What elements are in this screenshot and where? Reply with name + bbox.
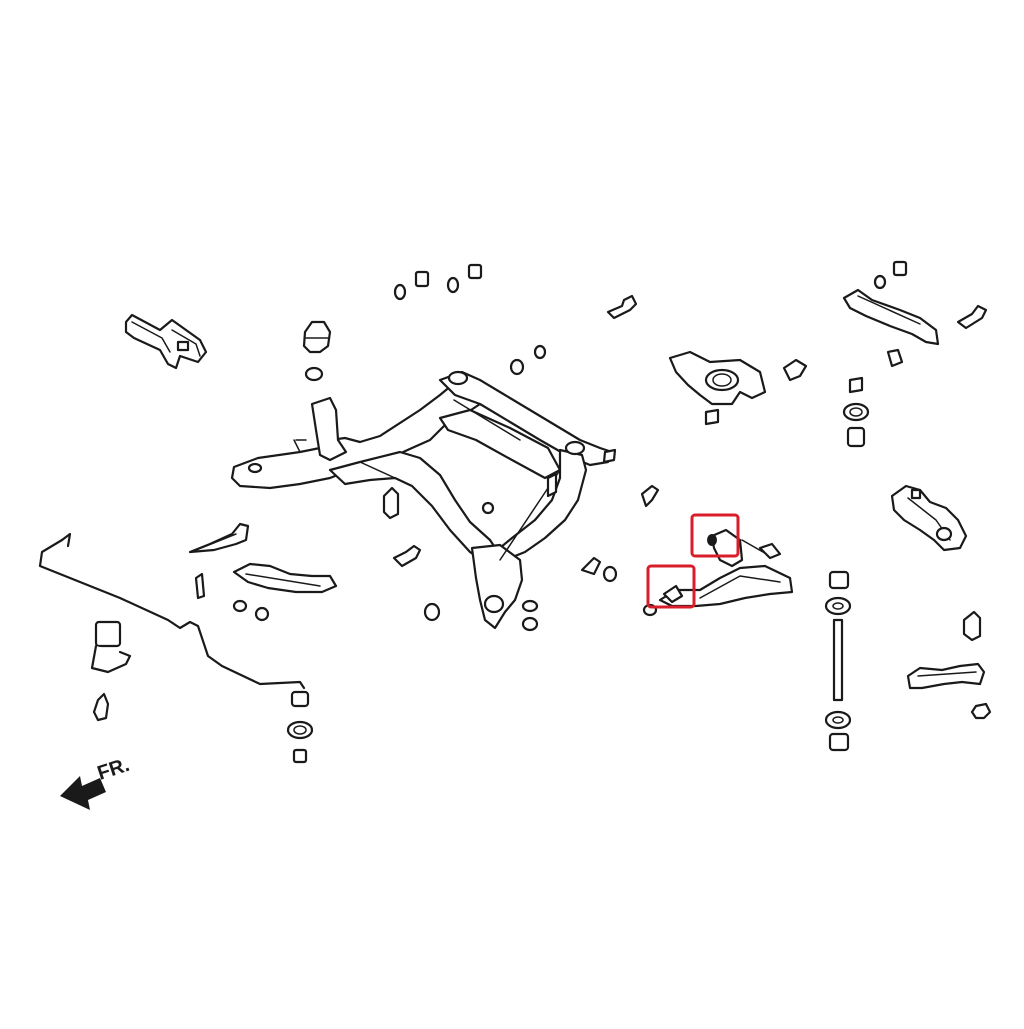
highlight-box-lower-bushing <box>646 564 696 609</box>
lateral-link-left <box>194 562 338 622</box>
front-arrow-icon <box>60 776 106 810</box>
shock-mount-right <box>842 376 870 448</box>
stabilizer-bar <box>38 532 306 690</box>
shock-stack-right <box>824 570 852 752</box>
lower-control-arm <box>642 528 794 617</box>
mount-nuts-top <box>393 263 483 301</box>
highlight-box-upper-bushing <box>690 513 740 558</box>
subframe-mount-bushing-top <box>302 320 332 382</box>
bolt-set-center <box>382 484 660 632</box>
subframe <box>230 370 617 630</box>
toe-link-left <box>188 522 250 554</box>
rear-knuckle <box>890 484 968 552</box>
diff-rear-mount <box>668 350 808 426</box>
nut-washer-mid <box>509 344 547 376</box>
upper-link-rear <box>842 260 988 368</box>
bolt-top-center <box>606 294 638 320</box>
front-direction-label: FR. <box>95 754 132 785</box>
lower-link-right <box>906 610 992 720</box>
stabilizer-bushing-bracket <box>90 620 132 722</box>
front-direction-indicator: FR. <box>60 754 132 810</box>
subframe-mount-stack-left <box>286 690 314 764</box>
diff-mount-bracket <box>124 313 208 370</box>
